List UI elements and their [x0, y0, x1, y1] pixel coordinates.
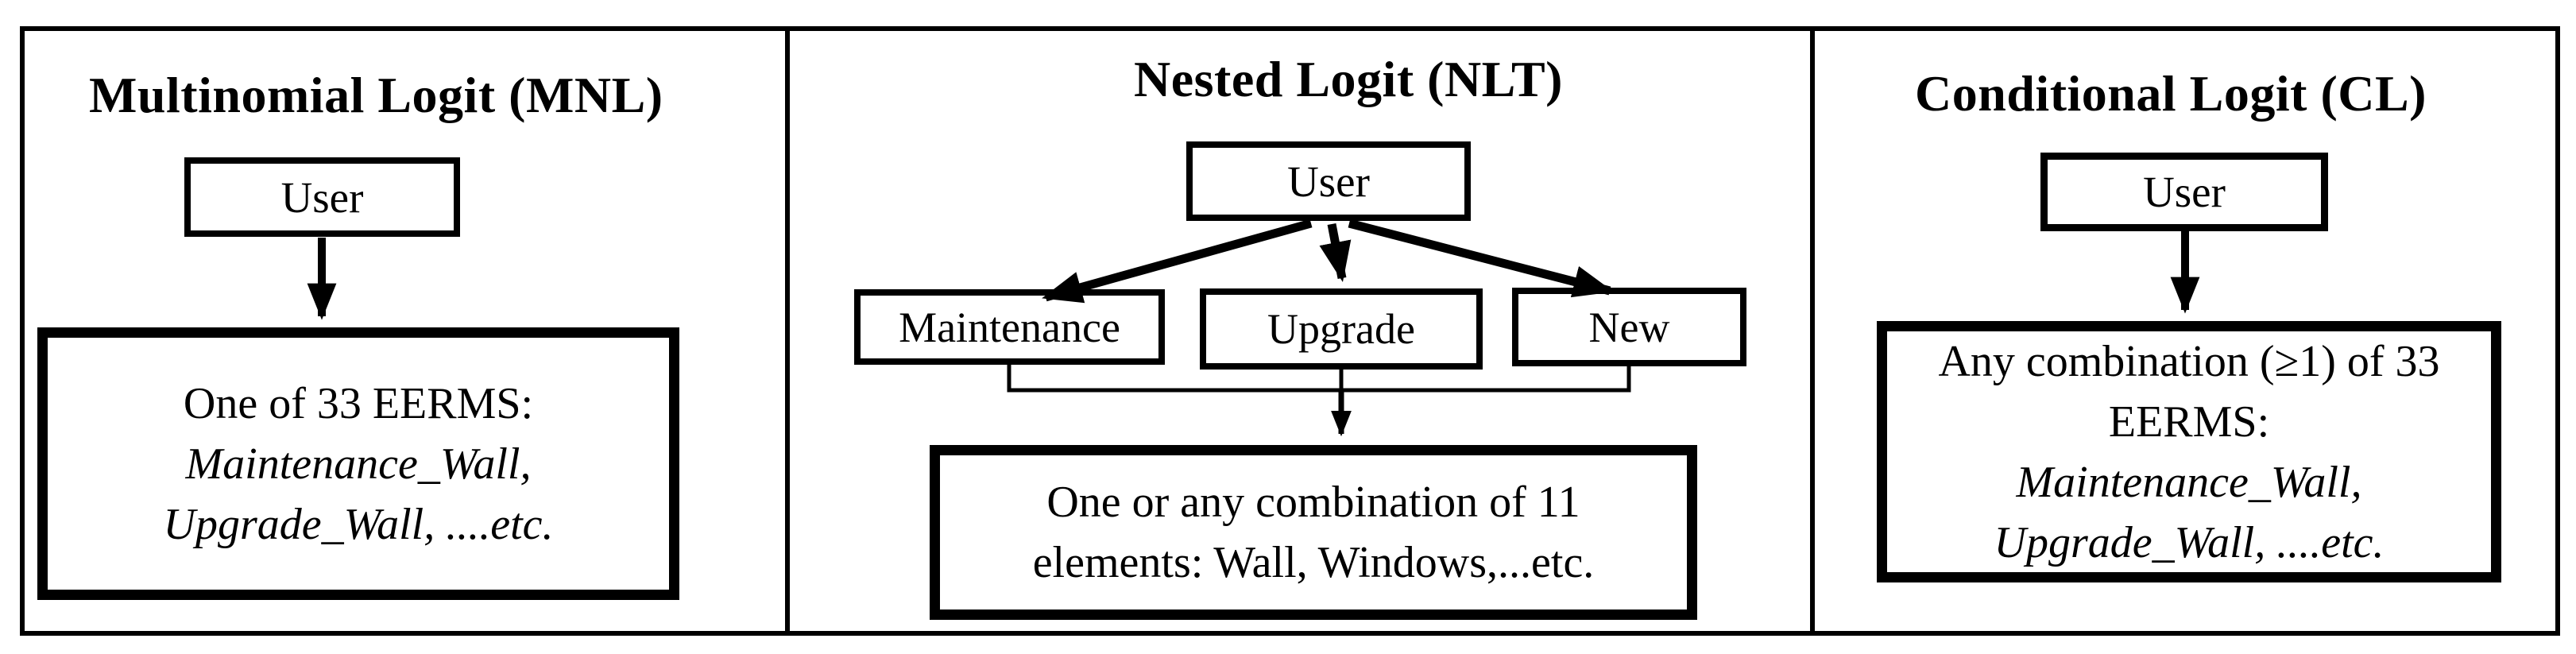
cl-result-line: Maintenance_Wall, [2016, 457, 2362, 507]
mnl-result-line: Upgrade_Wall, ....etc. [163, 499, 554, 549]
nlt-user-box: User [1186, 141, 1471, 221]
column-divider-1 [785, 26, 790, 636]
panel-title-mnl: Multinomial Logit (MNL) [89, 67, 663, 123]
column-divider-2 [1810, 26, 1815, 636]
cl-user-label: User [2143, 168, 2226, 216]
nlt-result-line: elements: Wall, Windows,...etc. [1032, 538, 1595, 587]
panel-title-cl: Conditional Logit (CL) [1915, 65, 2427, 122]
cl-result-box: Any combination (≥1) of 33 EERMS: Mainte… [1877, 321, 2501, 582]
nlt-branch-label: Upgrade [1267, 305, 1415, 353]
cl-result-line: EERMS: [2108, 397, 2270, 447]
nlt-branch-box-upgrade: Upgrade [1200, 288, 1483, 370]
nlt-branch-label: Maintenance [899, 303, 1120, 351]
mnl-user-label: User [280, 172, 364, 222]
mnl-user-box: User [184, 157, 460, 237]
nlt-user-label: User [1287, 157, 1370, 206]
nlt-branch-box-maintenance: Maintenance [854, 289, 1165, 365]
mnl-result-line: Maintenance_Wall, [185, 439, 532, 489]
nlt-result-line: One or any combination of 11 [1046, 478, 1580, 527]
cl-result-line: Upgrade_Wall, ....etc. [1994, 517, 2385, 567]
mnl-result-box: One of 33 EERMS: Maintenance_Wall, Upgra… [37, 327, 679, 600]
nlt-branch-label: New [1588, 303, 1670, 351]
nlt-result-box: One or any combination of 11 elements: W… [930, 445, 1697, 620]
mnl-result-line: One of 33 EERMS: [183, 378, 534, 428]
nlt-branch-box-new: New [1512, 288, 1746, 366]
cl-user-box: User [2040, 153, 2328, 231]
cl-result-line: Any combination (≥1) of 33 [1938, 336, 2440, 386]
panel-title-nlt: Nested Logit (NLT) [1134, 51, 1563, 107]
